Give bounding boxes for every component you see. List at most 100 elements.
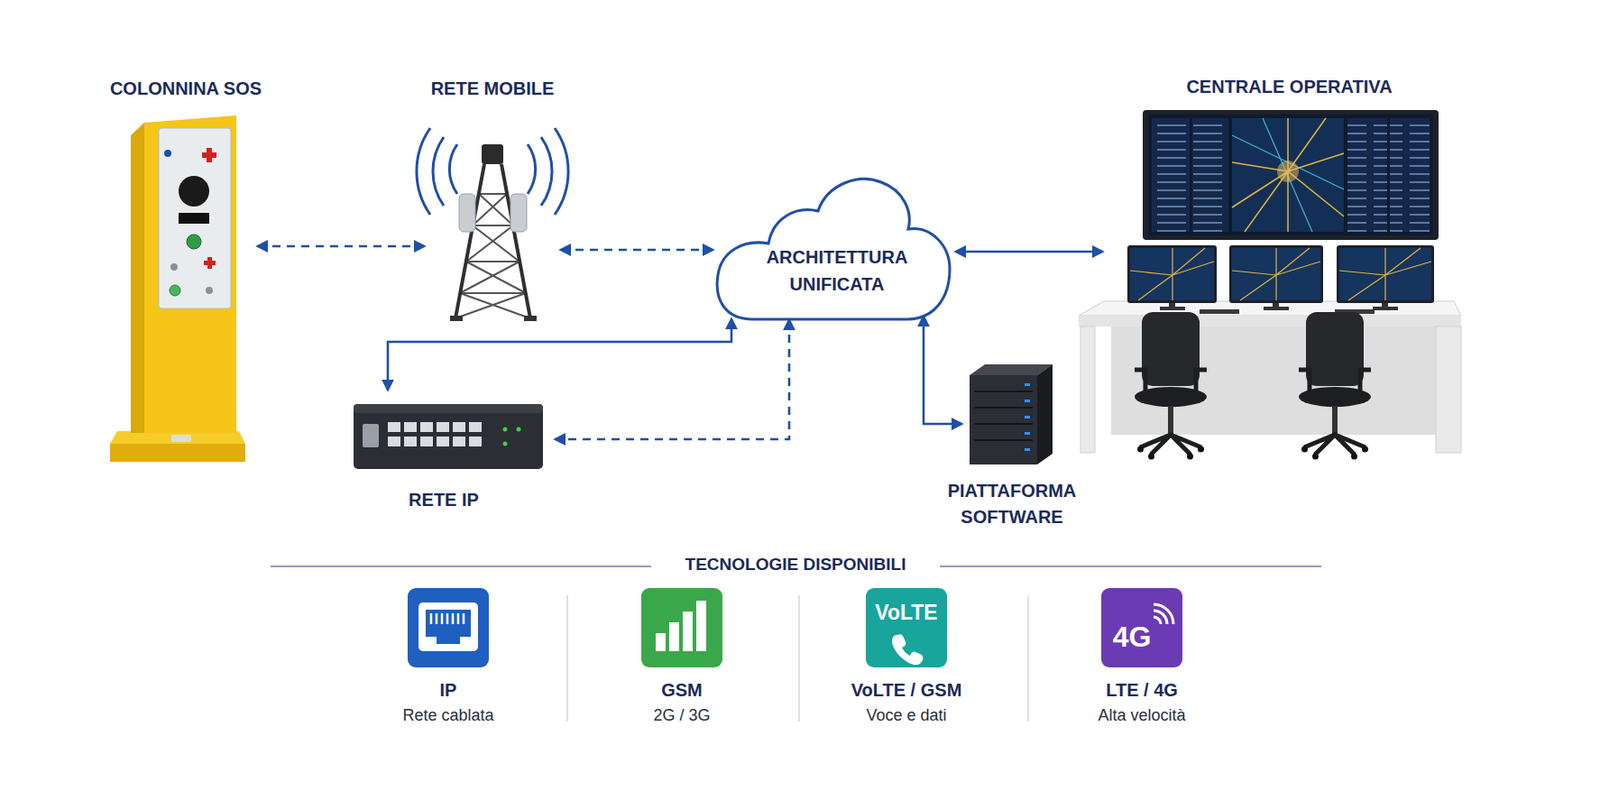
technology-icon — [865, 588, 948, 668]
wireless-arcs — [1153, 604, 1174, 625]
column-side — [130, 122, 145, 433]
ethernet-pins — [431, 613, 464, 625]
screen-rows — [1192, 118, 1229, 232]
chair — [1134, 312, 1207, 460]
red-cross — [202, 147, 217, 163]
icon-text: 4G — [1112, 619, 1152, 654]
technology-icon — [407, 588, 489, 668]
antenna-panel — [459, 193, 476, 232]
control-room-illustration — [1078, 110, 1462, 460]
node-label: RETE IP — [308, 487, 580, 514]
video-wall-screen — [1148, 114, 1434, 236]
tower-head — [481, 144, 504, 165]
control-room-node: CENTRALE OPERATIVA — [1102, 70, 1477, 468]
monitor-foot — [1372, 306, 1398, 311]
ethernet-port — [425, 609, 471, 644]
switch-illustration — [353, 404, 543, 469]
node-label: COLONNINA SOS — [50, 75, 322, 102]
server-leds — [1024, 383, 1030, 451]
node-label: CENTRALE OPERATIVA — [1102, 73, 1477, 101]
screen-panel — [1347, 118, 1388, 232]
monitor-foot — [1263, 306, 1289, 311]
mobile-network-node: RETE MOBILE — [423, 72, 561, 325]
server-illustration — [969, 364, 1053, 465]
ethernet-socket — [418, 602, 479, 652]
node-label: PIATTAFORMA SOFTWARE — [935, 478, 1089, 531]
monitor-map — [1339, 248, 1432, 301]
sos-column-illustration — [110, 115, 246, 462]
solid-link — [387, 319, 732, 390]
monitor-screen — [1232, 248, 1321, 301]
server-front — [969, 375, 1038, 465]
signal-bars — [655, 600, 707, 652]
screen-rows — [1347, 118, 1388, 232]
monitor-map — [1130, 248, 1214, 301]
screen-rows — [1389, 118, 1430, 232]
server-side — [1037, 364, 1053, 465]
tower-illustration — [416, 128, 569, 322]
panel-display — [178, 212, 210, 224]
section-heading: TECNOLOGIE DISPONIBILI — [685, 554, 907, 576]
phone-glyph — [891, 634, 923, 665]
server-slots — [974, 391, 1033, 441]
column-base-front — [110, 443, 246, 462]
keyboard — [1199, 309, 1240, 314]
column-panel — [158, 128, 231, 309]
antenna-panel — [510, 193, 527, 232]
call-button — [186, 234, 202, 249]
monitor-frame — [1229, 245, 1324, 304]
cloud-node: ARCHITETTURA UNIFICATA — [712, 171, 957, 325]
software-platform-node: PIATTAFORMA SOFTWARE — [961, 362, 1063, 534]
switch-led — [516, 427, 522, 433]
technology-note: 2G / 3G — [652, 706, 710, 727]
switch-ports — [387, 422, 482, 447]
video-wall-frame — [1142, 110, 1439, 240]
technology-note: Rete cablata — [402, 706, 494, 727]
radio-waves — [416, 128, 569, 215]
screen-map — [1232, 118, 1344, 232]
icon-text: VoLTE — [874, 600, 938, 626]
switch-led — [503, 441, 508, 447]
desk-top — [1078, 301, 1462, 316]
column-base-top — [110, 431, 246, 444]
switch-body — [353, 404, 543, 469]
chair — [1298, 312, 1371, 460]
monitor-frame — [1127, 245, 1217, 304]
dashed-link — [257, 245, 424, 249]
monitor-frame — [1336, 245, 1435, 304]
tower-foot — [450, 315, 463, 322]
switch-top — [353, 404, 543, 414]
technology-note: Alta velocità — [1097, 706, 1186, 727]
person-icon — [205, 286, 213, 295]
desk-side — [1435, 326, 1462, 453]
tower-foot — [524, 315, 537, 322]
map-roads — [1232, 118, 1344, 232]
technology-note: Voce e dati — [865, 706, 947, 727]
person-icon — [170, 263, 178, 271]
screen-panel — [1151, 118, 1190, 232]
desk-leg — [1080, 326, 1095, 453]
speaker — [178, 175, 210, 207]
desk-edge — [1078, 315, 1462, 327]
column-separators — [567, 595, 1029, 722]
dashed-link — [555, 320, 790, 440]
monitor-screen — [1130, 248, 1214, 301]
map-marker — [1277, 160, 1299, 183]
monitor-screen — [1339, 248, 1432, 301]
screen-panel — [1192, 118, 1229, 232]
node-label: ARCHITETTURA UNIFICATA — [755, 243, 919, 298]
node-label: RETE MOBILE — [357, 75, 628, 102]
tower-legs — [455, 164, 531, 319]
column-plate — [171, 434, 192, 442]
dashed-link — [560, 248, 713, 252]
panel-logo — [164, 149, 172, 157]
solid-link — [956, 250, 1103, 254]
green-button — [169, 285, 181, 296]
sos-column-node: COLONNINA SOS — [113, 72, 258, 469]
switch-led — [503, 427, 508, 433]
technology-name: VoLTE / GSM — [851, 680, 963, 701]
